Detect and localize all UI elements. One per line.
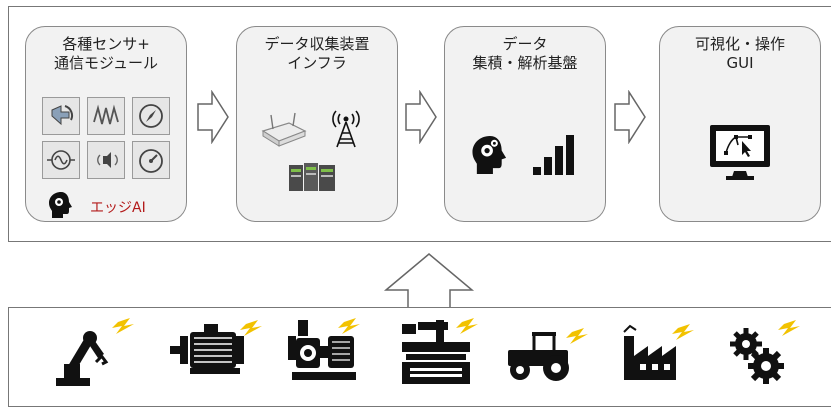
monitor-cursor-icon bbox=[708, 123, 772, 185]
stage-analytics: データ 集積・解析基盤 bbox=[444, 26, 606, 222]
server-rack-icon bbox=[287, 161, 337, 197]
ai-head-gear-icon bbox=[48, 191, 74, 223]
gears-icon bbox=[724, 318, 814, 392]
stage-title: 各種センサ+ 通信モジュール bbox=[54, 35, 158, 72]
vibration-sensor-icon bbox=[87, 97, 125, 135]
stage-title: データ収集装置 インフラ bbox=[264, 35, 370, 72]
factory-icon bbox=[620, 320, 710, 390]
cnc-machine-icon bbox=[398, 316, 494, 392]
electric-motor-icon bbox=[170, 318, 270, 392]
gauge-sensor-icon bbox=[132, 141, 170, 179]
signal-bars-icon bbox=[531, 133, 577, 181]
stage-title: データ 集積・解析基盤 bbox=[472, 35, 578, 72]
flow-arrow bbox=[196, 89, 230, 148]
antenna-tower-icon bbox=[329, 109, 363, 153]
rotation-sensor-icon bbox=[42, 97, 80, 135]
pump-icon bbox=[284, 316, 374, 392]
sound-sensor-icon bbox=[87, 141, 125, 179]
up-arrow bbox=[382, 252, 476, 320]
flow-arrow bbox=[613, 89, 647, 148]
tractor-icon bbox=[504, 326, 594, 390]
compass-sensor-icon bbox=[132, 97, 170, 135]
stage-title: 可視化・操作 GUI bbox=[694, 35, 785, 72]
signal-wave-sensor-icon bbox=[42, 141, 80, 179]
robot-arm-icon bbox=[46, 316, 140, 392]
ai-head-gear-icon bbox=[471, 133, 509, 181]
stage-data-collection: データ収集装置 インフラ bbox=[236, 26, 398, 222]
stage-gui: 可視化・操作 GUI bbox=[659, 26, 821, 222]
edge-ai-label: エッジAI bbox=[90, 200, 146, 216]
stage-sensors: 各種センサ+ 通信モジュール エッジAI bbox=[25, 26, 187, 222]
wifi-router-icon bbox=[259, 111, 309, 153]
flow-arrow bbox=[404, 89, 438, 148]
